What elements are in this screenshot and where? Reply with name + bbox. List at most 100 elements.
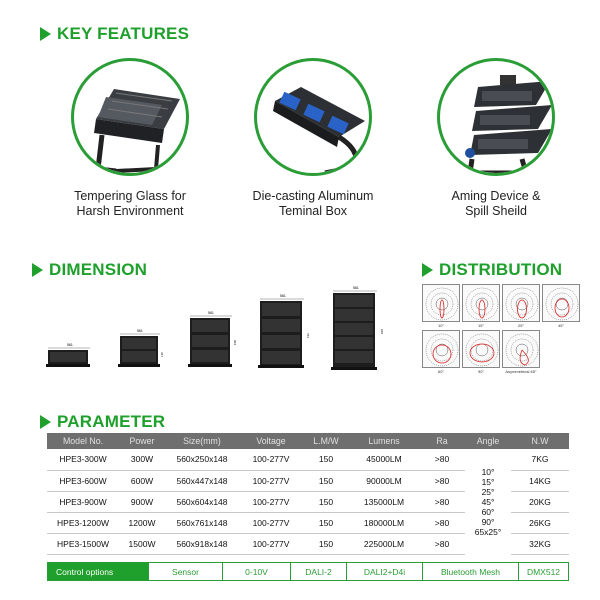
feature-tempering-glass: Tempering Glass for Harsh Environment	[40, 58, 220, 219]
table-row: HPE3-300W 300W 560x250x148 100-277V 150 …	[47, 449, 569, 537]
cell-voltage: 100-277V	[239, 512, 303, 534]
dimension-drawing-1500w: 561 918	[331, 285, 391, 373]
cell-ra: >80	[419, 491, 465, 513]
header-ra: Ra	[419, 433, 465, 449]
angle-value: 45°	[481, 496, 495, 507]
dimension-drawing-300w: 561	[46, 342, 94, 370]
cell-nw: 14KG	[511, 470, 569, 492]
key-features-heading: KEY FEATURES	[40, 24, 189, 44]
cell-power: 900W	[119, 491, 165, 513]
control-option-dmx512: DMX512	[526, 566, 561, 577]
distribution-45: 45°	[542, 284, 580, 328]
dimension-drawing-900w: 561 604	[188, 310, 240, 370]
cell-voltage: 100-277V	[239, 533, 303, 555]
polar-diagram	[422, 284, 460, 322]
cell-ra: >80	[419, 470, 465, 492]
dimension-heading: DIMENSION	[32, 260, 147, 280]
distribution-heading: DISTRIBUTION	[422, 260, 562, 280]
distribution-60: 60°	[422, 330, 460, 374]
polar-diagram	[422, 330, 460, 368]
feature-caption-line2: Teminal Box	[278, 204, 348, 218]
table-header-row: Model No. Power Size(mm) Voltage L.M/W L…	[47, 433, 569, 449]
cell-size: 560x604x148	[165, 491, 239, 513]
control-option-bluetooth-mesh: Bluetooth Mesh	[423, 563, 519, 580]
distribution-label: 15°	[477, 323, 485, 328]
cell-lumens: 135000LM	[349, 491, 419, 513]
cell-nw: 26KG	[511, 512, 569, 534]
cell-size: 560x447x148	[165, 470, 239, 492]
dimension-drawing-1200w: 561 761	[258, 293, 314, 371]
distribution-15: 15°	[462, 284, 500, 328]
distribution-label: Asymmetrical 65°	[505, 369, 537, 374]
feature-terminal-box: Die-casting Aluminum Teminal Box	[223, 58, 403, 219]
header-voltage: Voltage	[239, 433, 303, 449]
cell-model: HPE3-900W	[47, 491, 119, 513]
feature-caption-line1: Die-casting Aluminum	[252, 189, 374, 203]
angle-value: 15°	[481, 476, 495, 487]
control-options-bar: Control options Sensor 0-10V DALI-2 DALI…	[47, 562, 569, 581]
cell-nw: 20KG	[511, 491, 569, 513]
cell-size: 560x761x148	[165, 512, 239, 534]
cell-model: HPE3-600W	[47, 470, 119, 492]
distribution-label: 25°	[517, 323, 525, 328]
cell-voltage: 100-277V	[239, 470, 303, 492]
header-angle: Angle	[465, 433, 511, 449]
dim-width-label: 561	[208, 311, 214, 315]
distribution-label: 45°	[557, 323, 565, 328]
dim-height-label: 761	[306, 333, 310, 338]
distribution-10: 10°	[422, 284, 460, 328]
distribution-90: 90°	[462, 330, 500, 374]
cell-lmw: 150	[303, 491, 349, 513]
table-row: HPE3-1500W 1500W 560x918x148 100-277V 15…	[47, 533, 569, 555]
cell-lumens: 225000LM	[349, 533, 419, 555]
dim-width-label: 561	[280, 294, 286, 298]
feature-caption-line2: Harsh Environment	[76, 204, 184, 218]
cell-model: HPE3-1200W	[47, 512, 119, 534]
header-lumens: Lumens	[349, 433, 419, 449]
cell-ra: >80	[419, 449, 465, 471]
cell-ra: >80	[419, 512, 465, 534]
control-options-label: Control options	[48, 563, 149, 580]
cell-lmw: 150	[303, 533, 349, 555]
polar-diagram	[502, 330, 540, 368]
feature-image-aiming-device	[437, 58, 555, 176]
feature-caption-line1: Aming Device &	[451, 189, 541, 203]
header-lmw: L.M/W	[303, 433, 349, 449]
dim-height-label: 918	[380, 329, 384, 334]
dim-width-label: 561	[67, 343, 73, 347]
header-model: Model No.	[47, 433, 119, 449]
cell-lmw: 150	[303, 470, 349, 492]
feature-aiming-device: Aming Device & Spill Sheild	[406, 58, 586, 219]
header-power: Power	[119, 433, 165, 449]
polar-diagram	[502, 284, 540, 322]
triangle-arrow-icon	[40, 415, 51, 429]
table-row: HPE3-600W 600W 560x447x148 100-277V 150 …	[47, 470, 569, 492]
cell-size: 560x250x148	[165, 449, 239, 471]
cell-size: 560x918x148	[165, 533, 239, 555]
control-option-dali2: DALI-2	[291, 563, 347, 580]
parameter-table: Model No. Power Size(mm) Voltage L.M/W L…	[47, 433, 569, 555]
cell-lumens: 90000LM	[349, 470, 419, 492]
header-size: Size(mm)	[165, 433, 239, 449]
feature-image-terminal-box	[254, 58, 372, 176]
control-option-0-10v: 0-10V	[223, 563, 291, 580]
polar-diagram	[462, 330, 500, 368]
distribution-label: 90°	[477, 369, 485, 374]
dim-height-label: 604	[233, 340, 237, 345]
parameter-heading: PARAMETER	[40, 412, 165, 432]
dimension-drawing-600w: 561 447	[118, 328, 164, 370]
triangle-arrow-icon	[40, 27, 51, 41]
cell-model: HPE3-1500W	[47, 533, 119, 555]
angle-value: 25°	[481, 486, 495, 497]
dim-width-label: 561	[353, 286, 359, 290]
angle-value: 90°	[481, 516, 495, 527]
cell-power: 300W	[119, 449, 165, 471]
cell-ra: >80	[419, 533, 465, 555]
cell-lumens: 180000LM	[349, 512, 419, 534]
cell-lumens: 45000LM	[349, 449, 419, 471]
distribution-grid: 10° 15° 25° 45° 60° 90° Asymmetrical 65°	[422, 284, 582, 376]
distribution-label: 10°	[437, 323, 445, 328]
triangle-arrow-icon	[32, 263, 43, 277]
angle-value: 60°	[481, 506, 495, 517]
angle-value: 10°	[481, 466, 495, 477]
